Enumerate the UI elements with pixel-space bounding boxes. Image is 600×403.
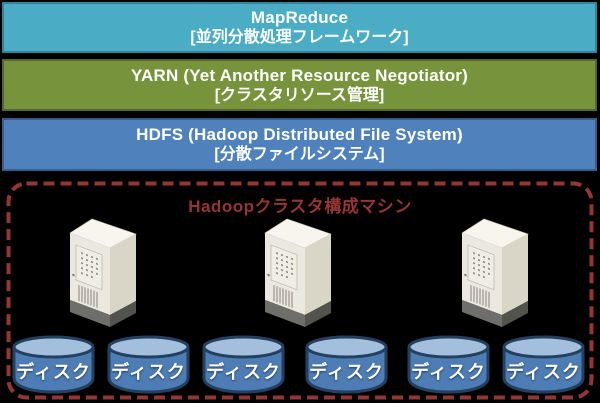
layer-yarn: YARN (Yet Another Resource Negotiator) […: [2, 59, 597, 111]
layer-hdfs: HDFS (Hadoop Distributed File System) [分…: [2, 118, 597, 171]
disk-icon: [12, 335, 95, 394]
disk-cylinder: ディスク: [500, 334, 587, 394]
layer-hdfs-sublabel: [分散ファイルシステム]: [214, 146, 385, 163]
server-tower-icon: [69, 218, 137, 327]
disk-icon: [305, 335, 388, 394]
disk-cylinder: ディスク: [303, 334, 390, 394]
disk-cylinder: ディスク: [405, 334, 492, 394]
server-tower-icon: [461, 218, 529, 327]
disk-cylinder: ディスク: [200, 334, 287, 394]
layer-mapreduce-label: MapReduce: [250, 8, 349, 27]
disk-label: ディスク: [506, 362, 581, 382]
disk-label: ディスク: [411, 362, 486, 382]
layer-yarn-sublabel: [クラスタリソース管理]: [214, 86, 385, 104]
layer-yarn-label: YARN (Yet Another Resource Negotiator): [131, 65, 468, 85]
disk-label: ディスク: [309, 362, 384, 382]
layer-hdfs-label: HDFS (Hadoop Distributed File System): [136, 125, 463, 144]
disk-icon: [202, 335, 285, 394]
cluster-title: Hadoopクラスタ構成マシン: [188, 197, 412, 216]
layer-mapreduce: MapReduce [並列分散処理フレームワーク]: [2, 2, 597, 53]
disk-label: ディスク: [111, 362, 186, 382]
disk-cylinder: ディスク: [105, 334, 192, 394]
disk-icon: [407, 335, 490, 394]
cluster-dashed-border: [6, 181, 594, 400]
disk-label: ディスク: [16, 362, 91, 382]
disk-icon: [502, 335, 585, 394]
disk-icon: [107, 335, 190, 394]
server-tower-icon: [264, 218, 332, 327]
layer-mapreduce-sublabel: [並列分散処理フレームワーク]: [190, 29, 409, 46]
cluster-box: Hadoopクラスタ構成マシン: [6, 181, 594, 400]
disk-label: ディスク: [206, 362, 281, 382]
disk-cylinder: ディスク: [10, 334, 97, 394]
